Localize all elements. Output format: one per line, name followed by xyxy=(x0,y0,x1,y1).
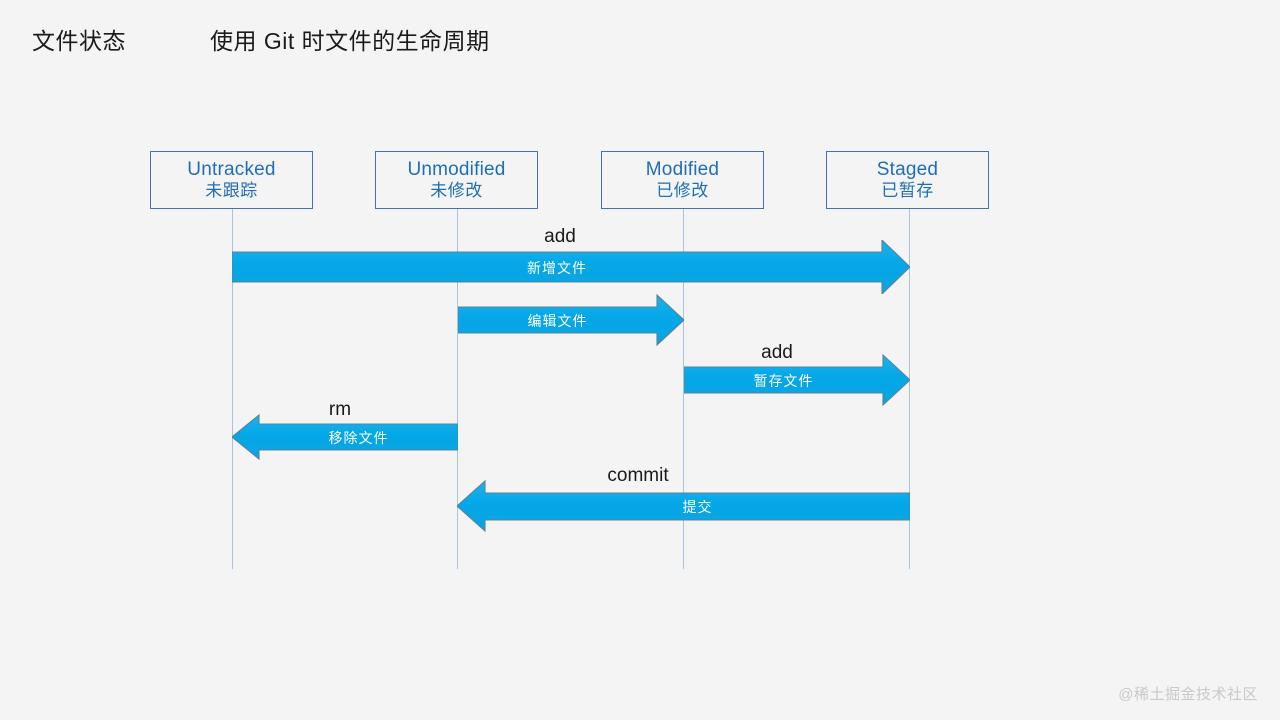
lifeline-staged xyxy=(909,209,910,569)
lifeline-untracked xyxy=(232,209,233,569)
command-label-remove: rm xyxy=(328,399,352,420)
header-label: 文件状态 xyxy=(32,28,126,54)
state-label-zh: 未修改 xyxy=(430,181,483,201)
slide-header: 文件状态 使用 Git 时文件的生命周期 xyxy=(0,0,1280,72)
state-label-en: Staged xyxy=(876,159,939,180)
arrow-text-add-stage: 暂存文件 xyxy=(753,373,814,389)
command-label-add-stage: add xyxy=(761,342,793,363)
state-label-zh: 已修改 xyxy=(656,181,709,201)
arrow-commit[interactable]: 提交 xyxy=(457,480,910,532)
arrow-add-stage[interactable]: 暂存文件 xyxy=(684,354,910,406)
state-label-en: Untracked xyxy=(187,159,276,180)
state-box-staged[interactable]: Staged 已暂存 xyxy=(826,151,989,209)
state-label-zh: 已暂存 xyxy=(881,181,934,201)
state-label-zh: 未跟踪 xyxy=(205,181,258,201)
arrow-text-add-new: 新增文件 xyxy=(527,260,587,276)
arrow-edit[interactable]: 编辑文件 xyxy=(458,294,684,346)
arrow-text-commit: 提交 xyxy=(682,499,713,515)
arrow-remove[interactable]: 移除文件 xyxy=(232,414,458,460)
state-box-unmodified[interactable]: Unmodified 未修改 xyxy=(375,151,538,209)
arrow-text-edit: 编辑文件 xyxy=(527,313,588,329)
lifeline-unmodified xyxy=(457,209,458,569)
watermark: @稀土掘金技术社区 xyxy=(1118,686,1258,703)
command-label-commit: commit xyxy=(607,465,669,486)
state-label-en: Modified xyxy=(645,159,720,180)
state-box-modified[interactable]: Modified 已修改 xyxy=(601,151,764,209)
state-box-untracked[interactable]: Untracked 未跟踪 xyxy=(150,151,313,209)
state-label-en: Unmodified xyxy=(407,159,506,180)
arrow-add-new[interactable]: 新增文件 xyxy=(232,240,910,294)
page-title: 使用 Git 时文件的生命周期 xyxy=(210,28,490,54)
arrow-text-remove: 移除文件 xyxy=(328,430,389,446)
command-label-add-new: add xyxy=(544,226,576,247)
